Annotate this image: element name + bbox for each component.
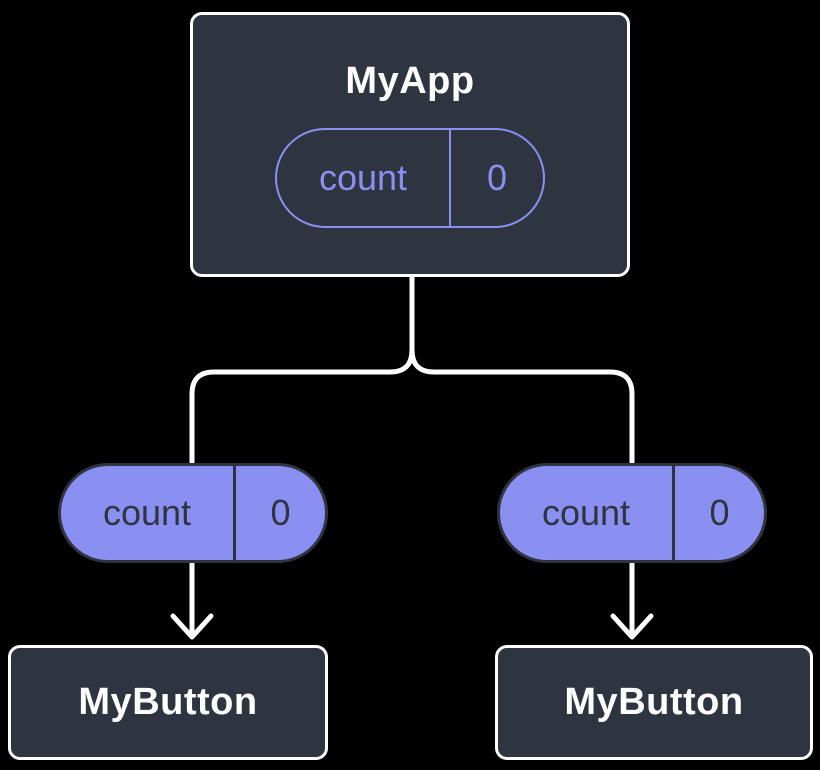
connector-left-branch (189, 274, 415, 637)
arrowhead-right-icon (610, 613, 654, 640)
node-myapp: MyApp count 0 (190, 12, 630, 277)
state-pill-label: count (277, 130, 451, 227)
connector-right-branch (409, 274, 635, 637)
prop-pill-left-label: count (61, 466, 236, 560)
node-mybutton-right: MyButton (495, 645, 813, 760)
prop-pill-left: count 0 (58, 463, 328, 563)
node-myapp-title: MyApp (345, 59, 475, 102)
arrowhead-left-icon (170, 613, 214, 640)
node-mybutton-left-title: MyButton (78, 680, 258, 723)
state-pill: count 0 (275, 128, 545, 229)
prop-pill-right-value: 0 (709, 492, 730, 533)
prop-pill-left-value: 0 (270, 492, 291, 533)
prop-pill-right: count 0 (497, 463, 767, 563)
node-mybutton-left: MyButton (8, 645, 328, 760)
node-mybutton-right-title: MyButton (564, 680, 744, 723)
prop-pill-right-label: count (500, 466, 675, 560)
state-pill-value: 0 (486, 157, 508, 199)
